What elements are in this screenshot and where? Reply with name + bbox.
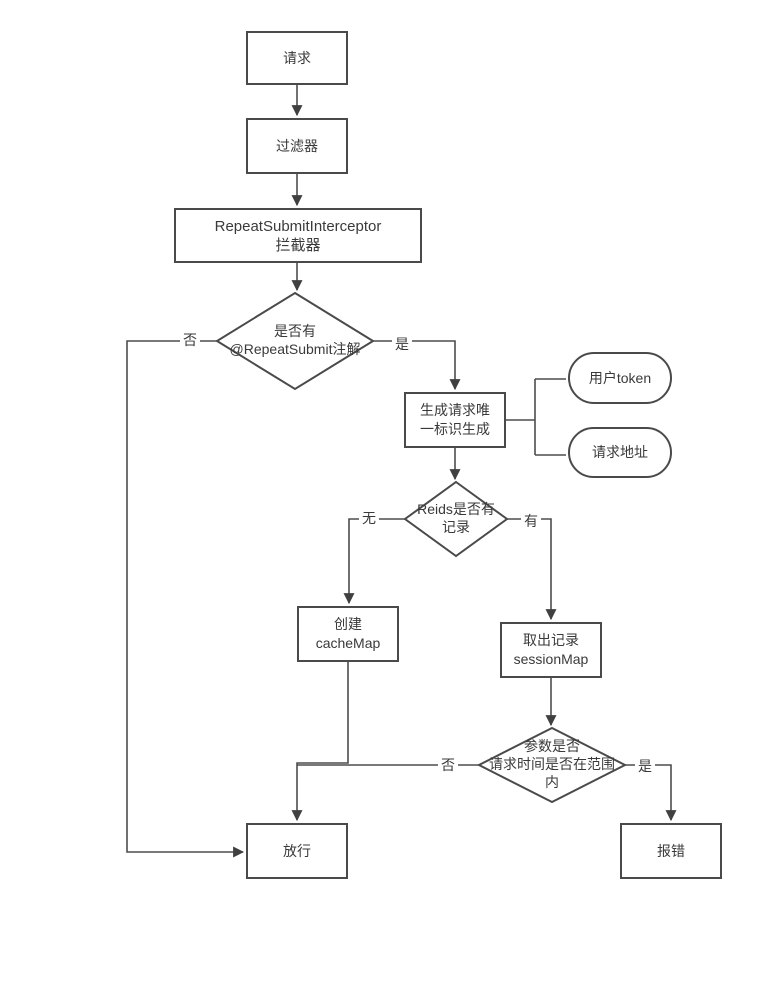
decision-time-in-range-shape xyxy=(476,726,628,804)
node-create-cachemap: 创建 cacheMap xyxy=(297,606,399,662)
edge-record-has-to-sessionmap xyxy=(507,518,557,621)
edge-annotation-yes-to-generate xyxy=(373,340,461,391)
edge-record-none-to-cachemap xyxy=(343,518,405,605)
decision-has-annotation-shape xyxy=(215,291,375,391)
edge-label-annotation-no: 否 xyxy=(180,332,200,348)
node-request: 请求 xyxy=(246,31,348,85)
edge-label-range-yes: 是 xyxy=(635,758,655,774)
decision-redis-has-record-shape xyxy=(403,480,509,558)
edge-cachemap-to-pass xyxy=(291,662,349,822)
node-pass: 放行 xyxy=(246,823,348,879)
node-interceptor: RepeatSubmitInterceptor 拦截器 xyxy=(174,208,422,263)
node-fetch-sessionmap: 取出记录 sessionMap xyxy=(500,622,602,678)
edge-generate-bracket xyxy=(506,378,566,456)
node-error: 报错 xyxy=(620,823,722,879)
node-filter: 过滤器 xyxy=(246,118,348,174)
node-user-token: 用户token xyxy=(568,352,672,404)
edge-label-annotation-yes: 是 xyxy=(392,336,412,352)
node-request-url: 请求地址 xyxy=(568,427,672,478)
node-generate-unique-id: 生成请求唯 一标识生成 xyxy=(404,392,506,448)
edge-label-record-has: 有 xyxy=(521,513,541,529)
edge-label-range-no: 否 xyxy=(438,757,458,773)
edge-annotation-no-to-pass xyxy=(126,340,245,858)
edge-label-record-none: 无 xyxy=(359,510,379,526)
